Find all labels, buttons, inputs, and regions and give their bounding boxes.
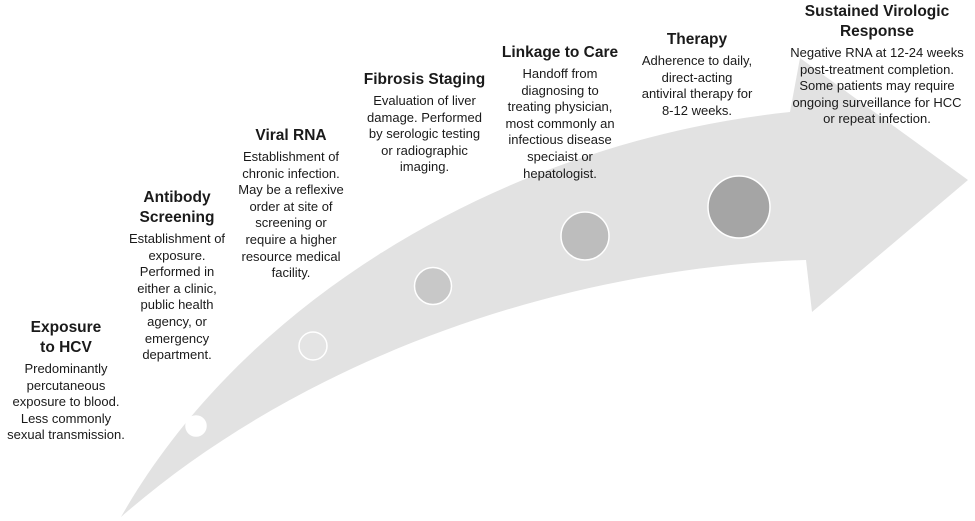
description-line: or radiographic	[381, 142, 468, 158]
stage-title: Viral RNA	[232, 126, 350, 146]
stage-antibody-screening: Antibody Screening Establishment of expo…	[121, 188, 233, 364]
description-line: Negative RNA at 12-24 weeks	[790, 45, 964, 60]
description-line: Establishment of	[128, 231, 226, 246]
stage-title: Exposure to HCV	[0, 318, 132, 358]
description-line: department.	[142, 347, 212, 363]
stage-title: Linkage to Care	[496, 43, 624, 63]
description-line: imaging.	[399, 159, 450, 175]
stage-description: Predominantly percutaneous exposure to b…	[0, 361, 132, 444]
description-line: 8-12 weeks.	[661, 102, 733, 118]
description-line: Handoff from	[522, 66, 598, 81]
description-line: either a clinic,	[137, 280, 217, 296]
stage-marker-fibrosis-staging	[560, 211, 610, 261]
curved-progression-arrow	[121, 58, 968, 517]
description-line: infectious disease	[508, 132, 612, 148]
description-line: percutaneous	[26, 377, 106, 393]
description-line: direct-acting	[661, 69, 733, 85]
description-line: damage. Performed	[367, 109, 482, 125]
stage-description: Handoff from diagnosing to treating phys…	[496, 66, 624, 182]
stage-description: Establishment of exposure. Performed in …	[121, 231, 233, 364]
stage-description: Negative RNA at 12-24 weeks post-treatme…	[782, 45, 972, 128]
stage-title: Fibrosis Staging	[357, 70, 492, 90]
stage-sustained-virologic-response: Sustained Virologic Response Negative RN…	[782, 2, 972, 128]
stage-exposure-to-hcv: Exposure to HCV Predominantly percutaneo…	[0, 318, 132, 444]
description-line: or repeat infection.	[823, 111, 931, 127]
stage-marker-viral-rna	[413, 266, 453, 306]
stage-marker-therapy	[707, 175, 771, 239]
description-line: post-treatment completion.	[800, 61, 954, 77]
stage-description: Evaluation of liver damage. Performed by…	[357, 93, 492, 176]
description-line: Less commonly	[20, 410, 112, 426]
description-line: order at site of	[249, 198, 333, 214]
description-line: require a higher	[245, 231, 337, 247]
title-line: Sustained Virologic	[804, 3, 950, 20]
description-line: sexual transmission.	[7, 427, 125, 443]
description-line: Some patients may require	[799, 78, 955, 94]
title-line: Antibody	[143, 189, 211, 206]
title-line: Therapy	[666, 31, 728, 48]
title-line: Fibrosis Staging	[363, 71, 486, 88]
description-line: public health	[140, 297, 214, 313]
description-line: Evaluation of liver	[373, 93, 476, 108]
stage-title: Therapy	[630, 30, 764, 50]
description-line: Performed in	[139, 264, 215, 280]
description-line: most commonly an	[505, 115, 615, 131]
description-line: facility.	[271, 265, 311, 281]
description-line: hepatologist.	[523, 165, 597, 181]
description-line: exposure to blood.	[12, 394, 120, 410]
title-line: to HCV	[40, 339, 92, 356]
stage-title: Antibody Screening	[121, 188, 233, 228]
description-line: emergency	[144, 330, 210, 346]
description-line: resource medical	[241, 248, 341, 264]
stage-marker-antibody-screening	[298, 331, 328, 361]
stage-markers	[185, 175, 771, 437]
stage-marker-exposure	[185, 415, 207, 437]
stage-fibrosis-staging: Fibrosis Staging Evaluation of liver dam…	[357, 70, 492, 176]
stage-therapy: Therapy Adherence to daily, direct-actin…	[630, 30, 764, 119]
stage-description: Adherence to daily, direct-acting antivi…	[630, 53, 764, 119]
title-line: Response	[839, 23, 915, 40]
stage-viral-rna: Viral RNA Establishment of chronic infec…	[232, 126, 350, 282]
description-line: Establishment of	[242, 149, 340, 164]
description-line: ongoing surveillance for HCC	[792, 94, 962, 110]
description-line: chronic infection.	[242, 165, 340, 181]
description-line: agency, or	[147, 313, 207, 329]
description-line: by serologic testing	[368, 126, 481, 142]
description-line: May be a reflexive	[238, 182, 344, 198]
description-line: diagnosing to	[521, 82, 599, 98]
stage-linkage-to-care: Linkage to Care Handoff from diagnosing …	[496, 43, 624, 182]
description-line: Predominantly	[24, 361, 108, 376]
description-line: exposure.	[148, 247, 206, 263]
description-line: treating physician,	[507, 99, 613, 115]
description-line: screening or	[255, 215, 327, 231]
title-line: Linkage to Care	[501, 44, 619, 61]
title-line: Screening	[139, 209, 215, 226]
description-line: antiviral therapy for	[641, 86, 753, 102]
stage-description: Establishment of chronic infection. May …	[232, 149, 350, 282]
title-line: Viral RNA	[255, 127, 327, 144]
stage-title: Sustained Virologic Response	[782, 2, 972, 42]
description-line: Adherence to daily,	[641, 53, 753, 68]
title-line: Exposure	[30, 319, 102, 336]
description-line: speciaist or	[527, 148, 593, 164]
